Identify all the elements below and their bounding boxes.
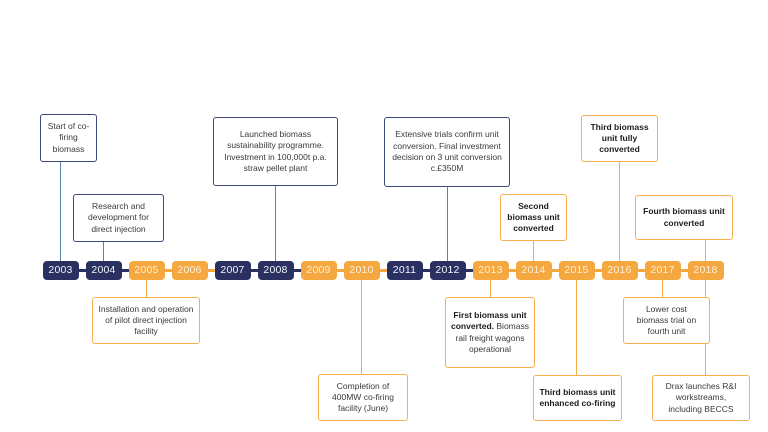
connector-trials-2012 (446, 187, 449, 261)
timeline-segment (232, 269, 276, 272)
year-2008: 2008 (257, 261, 294, 280)
event-text: Extensive trials confirm unit conversion… (392, 129, 502, 174)
timeline-segment (490, 269, 534, 272)
connector-2017-lower-cost (661, 280, 664, 297)
event-text: Second biomass unit converted (507, 200, 560, 234)
connector-fourth-2018 (704, 240, 707, 261)
event-pilot-injection-facility: Installation and operation of pilot dire… (92, 297, 200, 344)
event-text: Fourth biomass unit converted (643, 206, 725, 228)
timeline-segment (404, 269, 448, 272)
timeline-segment (318, 269, 362, 272)
timeline-segment (533, 269, 577, 272)
event-text: First biomass unit converted. Biomass ra… (451, 310, 529, 355)
timeline-segment (619, 269, 663, 272)
event-text: Third biomass unit enhanced co-firing (539, 386, 616, 408)
timeline-segment (103, 269, 147, 272)
event-third-unit-enhanced-cofiring: Third biomass unit enhanced co-firing (533, 375, 622, 421)
year-2007: 2007 (214, 261, 251, 280)
connector-start-2003 (59, 162, 62, 261)
connector-second-2014 (532, 241, 535, 261)
event-text: Research and development for direct inje… (88, 201, 149, 234)
event-extensive-trials: Extensive trials confirm unit conversion… (384, 117, 510, 187)
event-start-of-cofiring: Start of co-firing biomass (40, 114, 97, 162)
event-first-unit-converted: First biomass unit converted. Biomass ra… (445, 297, 535, 368)
event-drax-beccs-workstreams: Drax launches R&I workstreams, including… (652, 375, 750, 421)
year-2012: 2012 (429, 261, 466, 280)
event-text: Launched biomass sustainability programm… (224, 128, 327, 173)
event-fourth-unit-converted: Fourth biomass unit converted (635, 195, 733, 240)
timeline-segment (447, 269, 491, 272)
year-2013: 2013 (472, 261, 509, 280)
year-2018: 2018 (687, 261, 724, 280)
timeline-segment (60, 269, 104, 272)
event-research-direct-injection: Research and development for direct inje… (73, 194, 164, 242)
event-sustainability-programme: Launched biomass sustainability programm… (213, 117, 338, 186)
connector-research-2004 (102, 242, 105, 261)
year-2015: 2015 (558, 261, 595, 280)
connector-2010-completion (360, 280, 363, 374)
year-2017: 2017 (644, 261, 681, 280)
timeline-segment (361, 269, 405, 272)
connector-2005-installation (145, 280, 148, 297)
timeline-segment (662, 269, 706, 272)
event-text: Lower cost biomass trial on fourth unit (636, 303, 697, 337)
timeline-segment (189, 269, 233, 272)
event-text-regular: Biomass rail freight wagons operational (455, 321, 529, 354)
year-2006: 2006 (171, 261, 208, 280)
event-text: Drax launches R&I workstreams, including… (665, 381, 737, 414)
connector-launched-2008 (274, 186, 277, 261)
year-2016: 2016 (601, 261, 638, 280)
event-text-bold: First biomass unit converted. (451, 309, 527, 332)
event-text: Installation and operation of pilot dire… (98, 303, 194, 337)
connector-2013-first (489, 280, 492, 297)
event-text: Third biomass unit fully converted (590, 121, 649, 155)
year-2009: 2009 (300, 261, 337, 280)
year-2004: 2004 (85, 261, 122, 280)
event-400mw-cofiring-facility: Completion of 400MW co-firing facility (… (318, 374, 408, 421)
event-second-unit-converted: Second biomass unit converted (500, 194, 567, 241)
connector-third-fully-2016 (618, 162, 621, 261)
timeline-segment (146, 269, 190, 272)
event-third-unit-fully-converted: Third biomass unit fully converted (581, 115, 658, 162)
timeline-segment (576, 269, 620, 272)
event-text: Completion of 400MW co-firing facility (… (332, 380, 394, 414)
year-2010: 2010 (343, 261, 380, 280)
year-2011: 2011 (386, 261, 423, 280)
year-2005: 2005 (128, 261, 165, 280)
year-2014: 2014 (515, 261, 552, 280)
year-2003: 2003 (42, 261, 79, 280)
connector-2015-third-enhanced (575, 280, 578, 375)
event-text: Start of co-firing biomass (47, 121, 90, 154)
event-lower-cost-trial: Lower cost biomass trial on fourth unit (623, 297, 710, 344)
timeline-segment (275, 269, 319, 272)
